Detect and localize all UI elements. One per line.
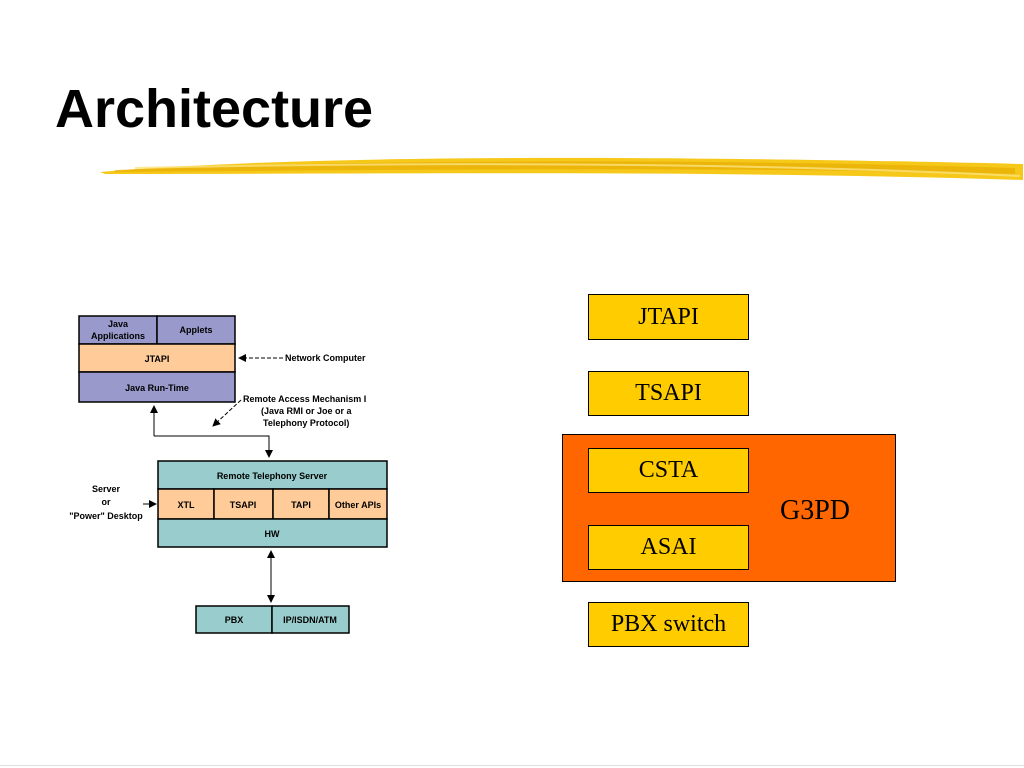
asai-box: ASAI [588, 525, 749, 570]
g3pd-label: G3PD [780, 495, 851, 526]
other-apis-box [328, 488, 388, 520]
other-apis-label: Other APIs [335, 500, 381, 510]
applets-label: Applets [179, 325, 212, 335]
slide-title: Architecture [55, 79, 374, 139]
architecture-diagram: Java Applications Applets JTAPI Java Run… [69, 315, 388, 634]
jtapi-box: JTAPI [588, 294, 749, 340]
java-applications-label-2: Applications [91, 331, 145, 341]
ip-isdn-atm-box [271, 605, 350, 634]
ip-isdn-atm-label: IP/ISDN/ATM [283, 615, 337, 625]
tsapi-box: TSAPI [588, 371, 749, 416]
java-runtime-label: Java Run-Time [125, 383, 189, 393]
pbx-switch-box: PBX switch [588, 602, 749, 647]
server-label-3: "Power" Desktop [69, 511, 143, 521]
remote-telephony-server-label: Remote Telephony Server [217, 471, 328, 481]
title-underline-brush [100, 157, 1023, 180]
remote-telephony-server-box [157, 460, 388, 490]
pbx-label: PBX [225, 615, 244, 625]
java-applications-box [78, 315, 158, 345]
java-applications-label-1: Java [108, 319, 129, 329]
xtl-label: XTL [178, 500, 196, 510]
remote-access-label-3: Telephony Protocol) [263, 418, 349, 428]
csta-box: CSTA [588, 448, 749, 493]
pbx-box [195, 605, 273, 634]
server-label-1: Server [92, 484, 121, 494]
remote-access-label-2: (Java RMI or Joe or a [261, 406, 353, 416]
java-runtime-box [78, 371, 236, 403]
server-label-2: or [102, 497, 111, 507]
network-computer-label: Network Computer [285, 353, 366, 363]
client-jtapi-label: JTAPI [145, 354, 170, 364]
server-tsapi-label: TSAPI [230, 500, 257, 510]
tapi-label: TAPI [291, 500, 311, 510]
hw-label: HW [265, 529, 280, 539]
remote-access-label-1: Remote Access Mechanism I [243, 394, 366, 404]
hw-box [157, 518, 388, 548]
slide-bottom-divider [0, 765, 1024, 766]
